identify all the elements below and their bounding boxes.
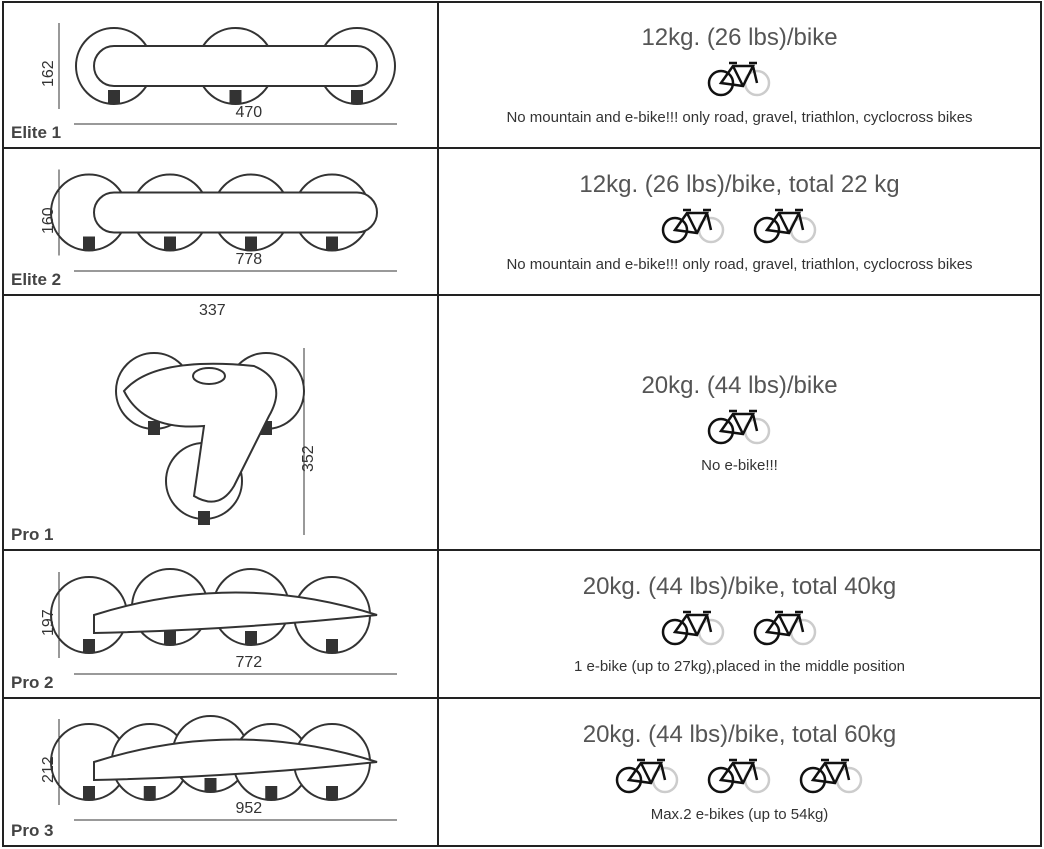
weight-capacity: 20kg. (44 lbs)/bike, total 60kg (582, 721, 897, 748)
spec-cell: 20kg. (44 lbs)/bike No e-bike!!! (439, 296, 1040, 549)
width-dimension: 772 (235, 654, 263, 671)
model-name: Pro 3 (11, 821, 54, 840)
bike-icon (751, 205, 821, 250)
weight-capacity: 12kg. (26 lbs)/bike, total 22 kg (579, 170, 900, 198)
table-row: 337 352 Pro 1 20kg. (44 lbs)/bike No e-b… (4, 296, 1040, 551)
bike-icons (705, 58, 775, 103)
rack-drawing-cell: 772 197 Pro 2 (4, 551, 439, 697)
spec-cell: 20kg. (44 lbs)/bike, total 60kg Max.2 e-… (439, 699, 1040, 845)
height-dimension: 197 (40, 609, 57, 636)
table-row: 952 212 Pro 3 20kg. (44 lbs)/bike, total… (4, 699, 1040, 845)
width-dimension: 952 (235, 800, 263, 817)
model-name: Pro 1 (11, 525, 54, 544)
spec-cell: 12kg. (26 lbs)/bike No mountain and e-bi… (439, 3, 1040, 147)
restriction-note: Max.2 e-bikes (up to 54kg) (650, 806, 829, 823)
weight-capacity: 12kg. (26 lbs)/bike (641, 24, 838, 51)
restriction-note: 1 e-bike (up to 27kg),placed in the midd… (573, 658, 906, 675)
height-dimension: 212 (40, 756, 57, 783)
bike-icon (797, 755, 867, 800)
table-row: 470 162 Elite 1 12kg. (26 lbs)/bike No m… (4, 3, 1040, 149)
width-dimension: 778 (235, 251, 263, 268)
bike-icon (705, 58, 775, 103)
rack-drawing (50, 715, 397, 821)
height-dimension: 160 (40, 206, 57, 234)
bike-icon (705, 755, 775, 800)
height-dimension: 162 (40, 60, 57, 87)
rack-drawing (50, 568, 397, 675)
bike-icon (659, 607, 729, 652)
bike-icon (613, 755, 683, 800)
table-row: 778 160 Elite 2 12kg. (26 lbs)/bike, tot… (4, 149, 1040, 296)
height-dimension: 352 (300, 445, 317, 472)
rack-drawing-cell: 337 352 Pro 1 (4, 296, 439, 549)
rack-drawing-cell: 470 162 Elite 1 (4, 3, 439, 147)
rack-drawing (58, 23, 397, 125)
bike-icons (705, 406, 775, 451)
bike-icon (751, 607, 821, 652)
bike-icon (705, 406, 775, 451)
rack-drawing (115, 348, 305, 535)
bike-icons (659, 205, 821, 250)
model-name: Pro 2 (11, 673, 54, 692)
width-dimension: 470 (235, 104, 263, 121)
rack-drawing-cell: 778 160 Elite 2 (4, 149, 439, 294)
bike-icons (659, 607, 821, 652)
bike-icons (613, 755, 867, 800)
spec-cell: 12kg. (26 lbs)/bike, total 22 kg No moun… (439, 149, 1040, 294)
spec-cell: 20kg. (44 lbs)/bike, total 40kg 1 e-bike… (439, 551, 1040, 697)
weight-capacity: 20kg. (44 lbs)/bike, total 40kg (582, 573, 897, 600)
bike-icon (659, 205, 729, 250)
model-name: Elite 2 (11, 270, 62, 289)
width-dimension: 337 (199, 302, 226, 319)
model-name: Elite 1 (11, 123, 62, 142)
restriction-note: No e-bike!!! (701, 456, 778, 474)
restriction-note: No mountain and e-bike!!! only road, gra… (506, 109, 973, 126)
restriction-note: No mountain and e-bike!!! only road, gra… (506, 255, 973, 273)
table-row: 772 197 Pro 2 20kg. (44 lbs)/bike, total… (4, 551, 1040, 699)
rack-drawing (50, 169, 397, 272)
rack-drawing-cell: 952 212 Pro 3 (4, 699, 439, 845)
weight-capacity: 20kg. (44 lbs)/bike (641, 371, 838, 399)
